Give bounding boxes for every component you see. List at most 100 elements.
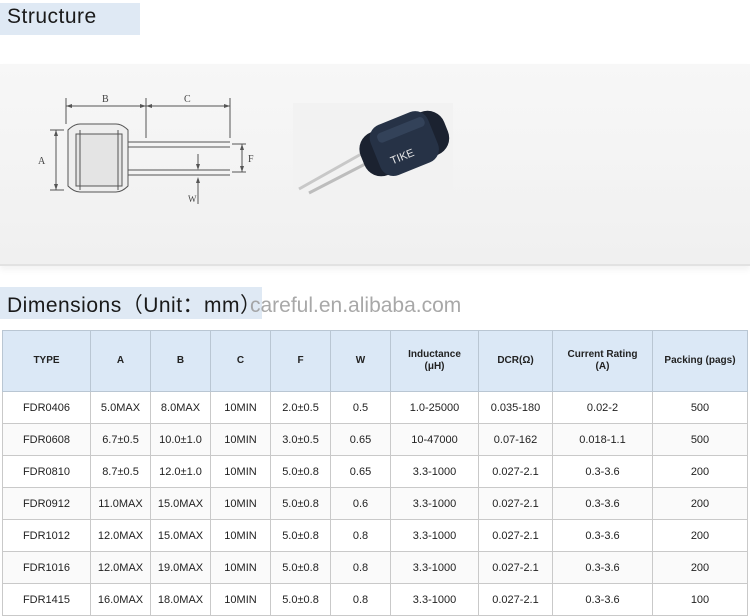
table-cell: 12.0±1.0 (150, 455, 211, 488)
table-cell: FDR0912 (2, 487, 91, 520)
dim-label-a: A (38, 156, 46, 167)
table-cell: 0.8 (330, 583, 391, 616)
column-header-unit: (μH) (424, 361, 445, 372)
table-cell: 10MIN (210, 423, 271, 456)
column-header-label: Packing (pags) (664, 355, 736, 366)
table-cell: 200 (652, 487, 748, 520)
dim-label-b: B (102, 94, 109, 105)
dimension-drawing: B C A F W (38, 94, 254, 204)
table-cell: 16.0MAX (90, 583, 151, 616)
column-header-label: B (176, 355, 185, 366)
table-cell: 10-47000 (390, 423, 479, 456)
table-cell: 200 (652, 519, 748, 552)
table-cell: FDR0608 (2, 423, 91, 456)
table-cell: 0.65 (330, 455, 391, 488)
table-cell: 10MIN (210, 519, 271, 552)
table-cell: 12.0MAX (90, 519, 151, 552)
table-cell: 0.3-3.6 (552, 551, 653, 584)
table-cell: 3.0±0.5 (270, 423, 331, 456)
table-cell: 0.027-2.1 (478, 455, 553, 488)
dimensions-heading-bar: Dimensions（Unit：mm） (0, 287, 262, 319)
table-cell: 3.3-1000 (390, 487, 479, 520)
table-cell: 15.0MAX (150, 519, 211, 552)
column-header-unit: (A) (595, 361, 610, 372)
table-cell: 10MIN (210, 455, 271, 488)
table-cell: 10MIN (210, 391, 271, 424)
table-cell: 8.7±0.5 (90, 455, 151, 488)
column-header: B (150, 330, 211, 392)
table-cell: 5.0±0.8 (270, 583, 331, 616)
table-cell: 0.018-1.1 (552, 423, 653, 456)
table-cell: 1.0-25000 (390, 391, 479, 424)
table-cell: FDR1016 (2, 551, 91, 584)
table-cell: 0.3-3.6 (552, 519, 653, 552)
dimensions-table: TYPE A B C F W Inductance(μH) DCR(Ω) Current Rat… (2, 330, 748, 616)
dim-label-f: F (248, 154, 254, 165)
table-cell: 10MIN (210, 487, 271, 520)
table-cell: 11.0MAX (90, 487, 151, 520)
table-cell: FDR1415 (2, 583, 91, 616)
column-header-label: Current Rating (567, 349, 638, 360)
table-cell: 3.3-1000 (390, 551, 479, 584)
table-cell: 12.0MAX (90, 551, 151, 584)
table-cell: 0.3-3.6 (552, 487, 653, 520)
table-cell: 5.0±0.8 (270, 551, 331, 584)
table-cell: 15.0MAX (150, 487, 211, 520)
table-cell: 10.0±1.0 (150, 423, 211, 456)
table-cell: 0.5 (330, 391, 391, 424)
table-cell: 0.8 (330, 551, 391, 584)
column-header-label: DCR(Ω) (497, 355, 534, 366)
table-cell: 0.6 (330, 487, 391, 520)
column-header: Inductance(μH) (390, 330, 479, 392)
table-cell: 8.0MAX (150, 391, 211, 424)
column-header: F (270, 330, 331, 392)
table-cell: 3.3-1000 (390, 583, 479, 616)
table-cell: 0.02-2 (552, 391, 653, 424)
table-cell: 3.3-1000 (390, 519, 479, 552)
table-cell: 0.027-2.1 (478, 487, 553, 520)
column-header: Current Rating(A) (552, 330, 653, 392)
table-cell: 0.027-2.1 (478, 583, 553, 616)
table-cell: 0.65 (330, 423, 391, 456)
table-cell: 19.0MAX (150, 551, 211, 584)
table-cell: 5.0MAX (90, 391, 151, 424)
table-cell: 100 (652, 583, 748, 616)
table-cell: 0.027-2.1 (478, 519, 553, 552)
table-cell: 6.7±0.5 (90, 423, 151, 456)
table-cell: 0.3-3.6 (552, 455, 653, 488)
structure-title: Structure (7, 5, 97, 28)
table-cell: 0.027-2.1 (478, 551, 553, 584)
dimensions-title: Dimensions（Unit：mm） (7, 294, 262, 317)
structure-heading-bar: Structure (0, 3, 140, 35)
table-cell: FDR0810 (2, 455, 91, 488)
table-cell: 0.035-180 (478, 391, 553, 424)
table-cell: 200 (652, 551, 748, 584)
dim-label-c: C (184, 94, 191, 105)
column-header-label: F (297, 355, 304, 366)
column-header-label: W (355, 355, 366, 366)
table-cell: 3.3-1000 (390, 455, 479, 488)
table-cell: 10MIN (210, 551, 271, 584)
table-cell: FDR0406 (2, 391, 91, 424)
table-cell: 500 (652, 391, 748, 424)
table-cell: 10MIN (210, 583, 271, 616)
dim-label-w: W (188, 194, 197, 204)
table-cell: 5.0±0.8 (270, 519, 331, 552)
column-header-label: TYPE (33, 355, 60, 366)
column-header-label: C (236, 355, 245, 366)
column-header: C (210, 330, 271, 392)
table-cell: FDR1012 (2, 519, 91, 552)
column-header-label: Inductance (408, 349, 461, 360)
table-cell: 0.07-162 (478, 423, 553, 456)
table-cell: 200 (652, 455, 748, 488)
table-cell: 2.0±0.5 (270, 391, 331, 424)
column-header: A (90, 330, 151, 392)
table-cell: 0.8 (330, 519, 391, 552)
